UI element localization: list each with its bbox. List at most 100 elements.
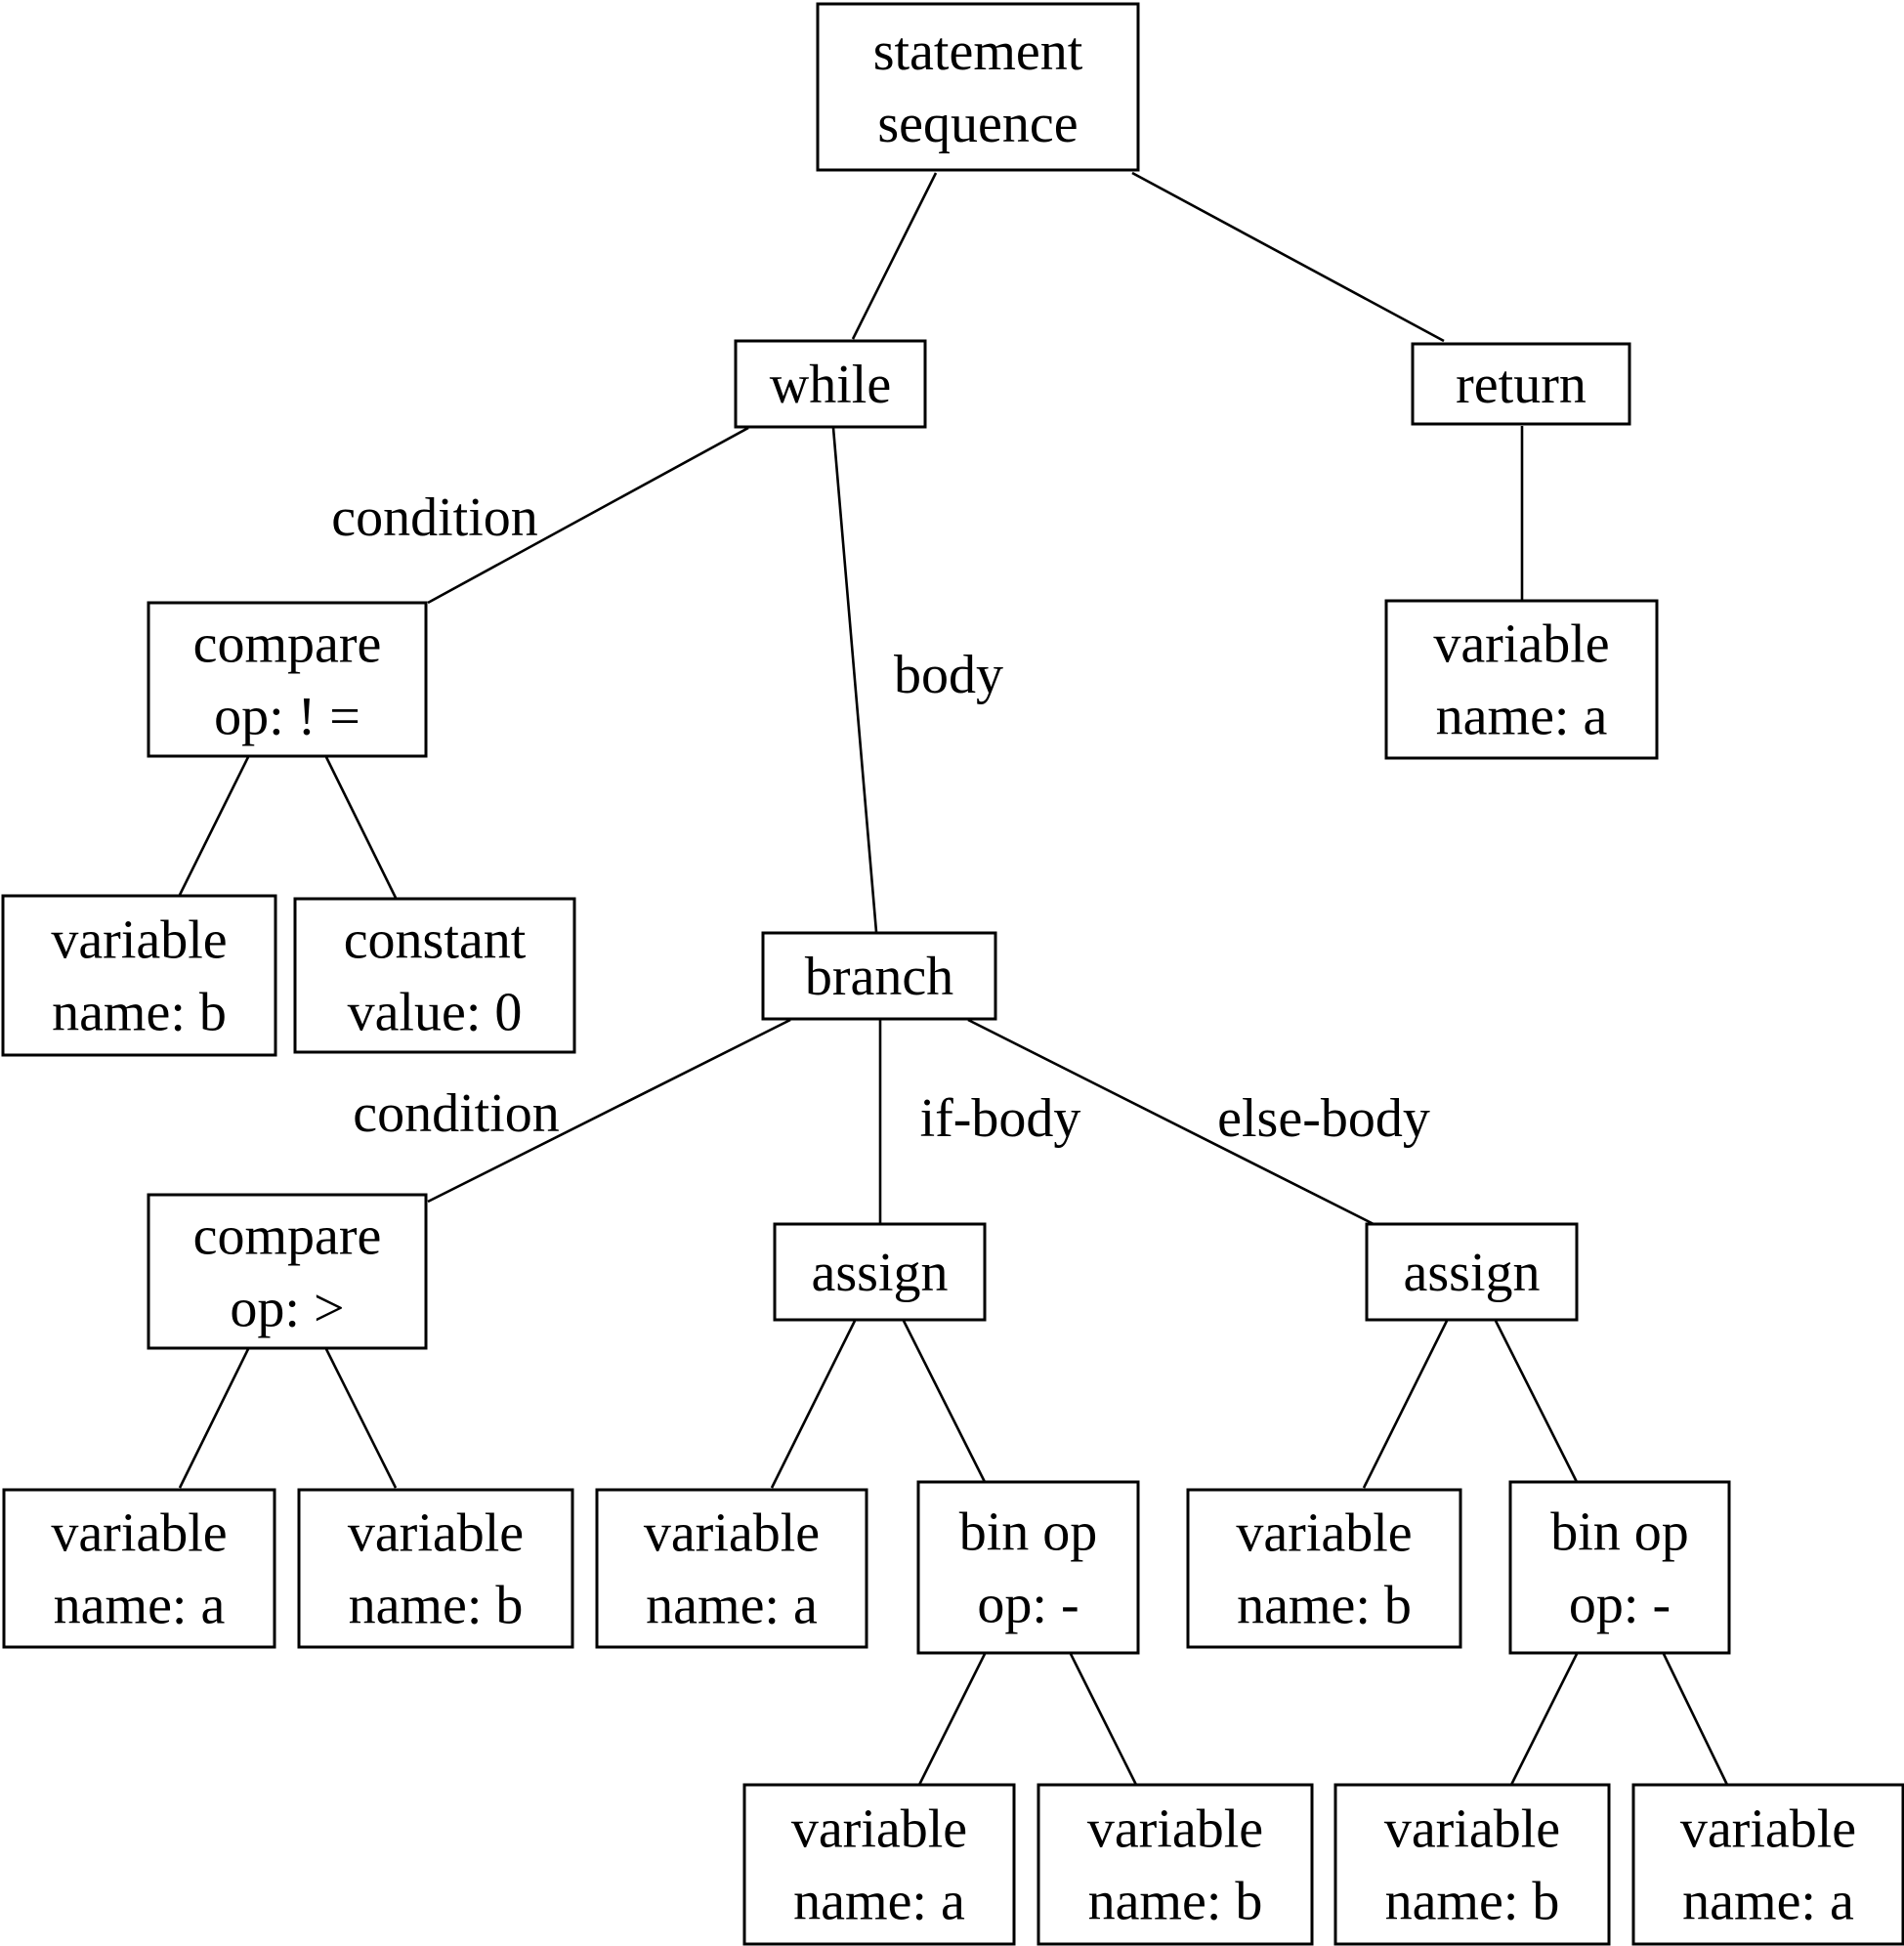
node-title: variable — [1680, 1799, 1856, 1860]
node-title: assign — [812, 1243, 949, 1303]
node-box — [916, 1480, 1140, 1655]
node-title: variable — [51, 1503, 227, 1564]
node-box — [816, 2, 1140, 172]
node-attribute: name: b — [349, 1576, 524, 1636]
edge-label-condition: condition — [353, 1083, 560, 1144]
node-title: constant — [344, 910, 527, 971]
node-binop-else: bin op op: - — [1508, 1480, 1731, 1655]
edge-binop-else-to-binop-else-var-a — [1662, 1653, 1729, 1786]
node-attribute: name: b — [1385, 1872, 1560, 1932]
edge-cmp-ne-to-cmp-ne-var-b — [178, 756, 250, 896]
edge-assign-if-to-assign-if-var-a — [770, 1320, 857, 1489]
node-binop-else-var-b: variable name: b — [1333, 1783, 1611, 1946]
node-box — [297, 1488, 574, 1649]
node-return: return — [1411, 342, 1631, 426]
node-box — [1384, 599, 1659, 760]
edge-cmp-gt-to-cmp-gt-var-b — [324, 1348, 398, 1489]
node-attribute: op: - — [977, 1575, 1079, 1635]
node-title: bin op — [959, 1502, 1098, 1563]
edge-binop-if-to-binop-if-var-a — [917, 1653, 987, 1786]
edge-label-condition: condition — [331, 487, 538, 548]
node-box — [1631, 1783, 1904, 1946]
node-title: variable — [51, 910, 227, 971]
node-box — [2, 1488, 276, 1649]
node-attribute: name: a — [1436, 687, 1608, 747]
node-box — [293, 897, 576, 1054]
edge-assign-else-to-binop-else — [1494, 1320, 1579, 1483]
node-cmp-ne: compare op: ! = — [147, 601, 428, 758]
edge-branch-to-cmp-gt — [427, 1018, 791, 1204]
node-title: variable — [1433, 614, 1609, 675]
node-branch: branch — [761, 931, 997, 1021]
node-stmt-seq: statement sequence — [816, 2, 1140, 172]
node-box — [1, 894, 277, 1057]
node-cmp-gt: compare op: > — [147, 1193, 428, 1350]
edge-cmp-ne-to-cmp-ne-const-0 — [324, 756, 398, 899]
node-attribute: name: a — [54, 1576, 226, 1636]
node-box — [1508, 1480, 1731, 1655]
edge-while-to-branch — [831, 427, 878, 933]
node-title: while — [770, 355, 891, 415]
edge-while-to-cmp-ne — [427, 426, 749, 605]
node-title: assign — [1404, 1243, 1541, 1303]
node-title: variable — [791, 1799, 967, 1860]
node-title: branch — [805, 947, 953, 1007]
node-title: compare — [193, 1206, 382, 1267]
node-binop-if-var-b: variable name: b — [1037, 1783, 1314, 1946]
node-assign-else: assign — [1365, 1222, 1579, 1322]
edge-binop-else-to-binop-else-var-b — [1509, 1653, 1579, 1786]
node-box — [1333, 1783, 1611, 1946]
node-box — [1365, 1222, 1579, 1322]
node-attribute: op: ! = — [214, 687, 360, 747]
node-assign-if: assign — [773, 1222, 987, 1322]
node-ret-var-a: variable name: a — [1384, 599, 1659, 760]
node-cmp-ne-var-b: variable name: b — [1, 894, 277, 1057]
node-attribute: name: a — [793, 1872, 965, 1932]
node-title: statement — [873, 21, 1083, 82]
edge-assign-else-to-assign-else-var-b — [1362, 1320, 1449, 1489]
node-title: variable — [1384, 1799, 1560, 1860]
node-assign-if-var-a: variable name: a — [595, 1488, 868, 1649]
node-title: bin op — [1550, 1502, 1689, 1563]
node-attribute: value: 0 — [348, 983, 523, 1043]
node-cmp-ne-const-0: constant value: 0 — [293, 897, 576, 1054]
node-attribute: sequence — [877, 94, 1078, 154]
edge-cmp-gt-to-cmp-gt-var-a — [178, 1348, 250, 1489]
node-title: variable — [348, 1503, 524, 1564]
node-attribute: name: b — [1088, 1872, 1263, 1932]
node-attribute: op: - — [1569, 1575, 1671, 1635]
node-attribute: op: > — [230, 1279, 344, 1339]
node-box — [595, 1488, 868, 1649]
node-attribute: name: b — [52, 983, 227, 1043]
node-attribute: name: b — [1237, 1576, 1412, 1636]
edge-stmt-seq-to-while — [851, 172, 938, 340]
node-box — [734, 339, 927, 429]
edge-label-else-body: else-body — [1217, 1088, 1430, 1149]
node-box — [147, 601, 428, 758]
node-while: while — [734, 339, 927, 429]
node-box — [742, 1783, 1016, 1946]
node-box — [1411, 342, 1631, 426]
node-box — [773, 1222, 987, 1322]
edge-binop-if-to-binop-if-var-b — [1069, 1653, 1138, 1786]
edge-branch-to-assign-else — [967, 1018, 1375, 1226]
edge-label-body: body — [894, 645, 1003, 705]
node-box — [1037, 1783, 1314, 1946]
node-cmp-gt-var-b: variable name: b — [297, 1488, 574, 1649]
node-title: variable — [1087, 1799, 1263, 1860]
node-title: return — [1456, 355, 1587, 415]
node-box — [1186, 1488, 1462, 1649]
edge-stmt-seq-to-return — [1131, 171, 1445, 343]
edge-label-if-body: if-body — [920, 1088, 1081, 1149]
node-title: variable — [644, 1503, 820, 1564]
node-box — [147, 1193, 428, 1350]
node-cmp-gt-var-a: variable name: a — [2, 1488, 276, 1649]
node-title: variable — [1236, 1503, 1412, 1564]
node-assign-else-var-b: variable name: b — [1186, 1488, 1462, 1649]
node-box — [761, 931, 997, 1021]
node-attribute: name: a — [646, 1576, 818, 1636]
node-title: compare — [193, 614, 382, 675]
node-binop-if-var-a: variable name: a — [742, 1783, 1016, 1946]
